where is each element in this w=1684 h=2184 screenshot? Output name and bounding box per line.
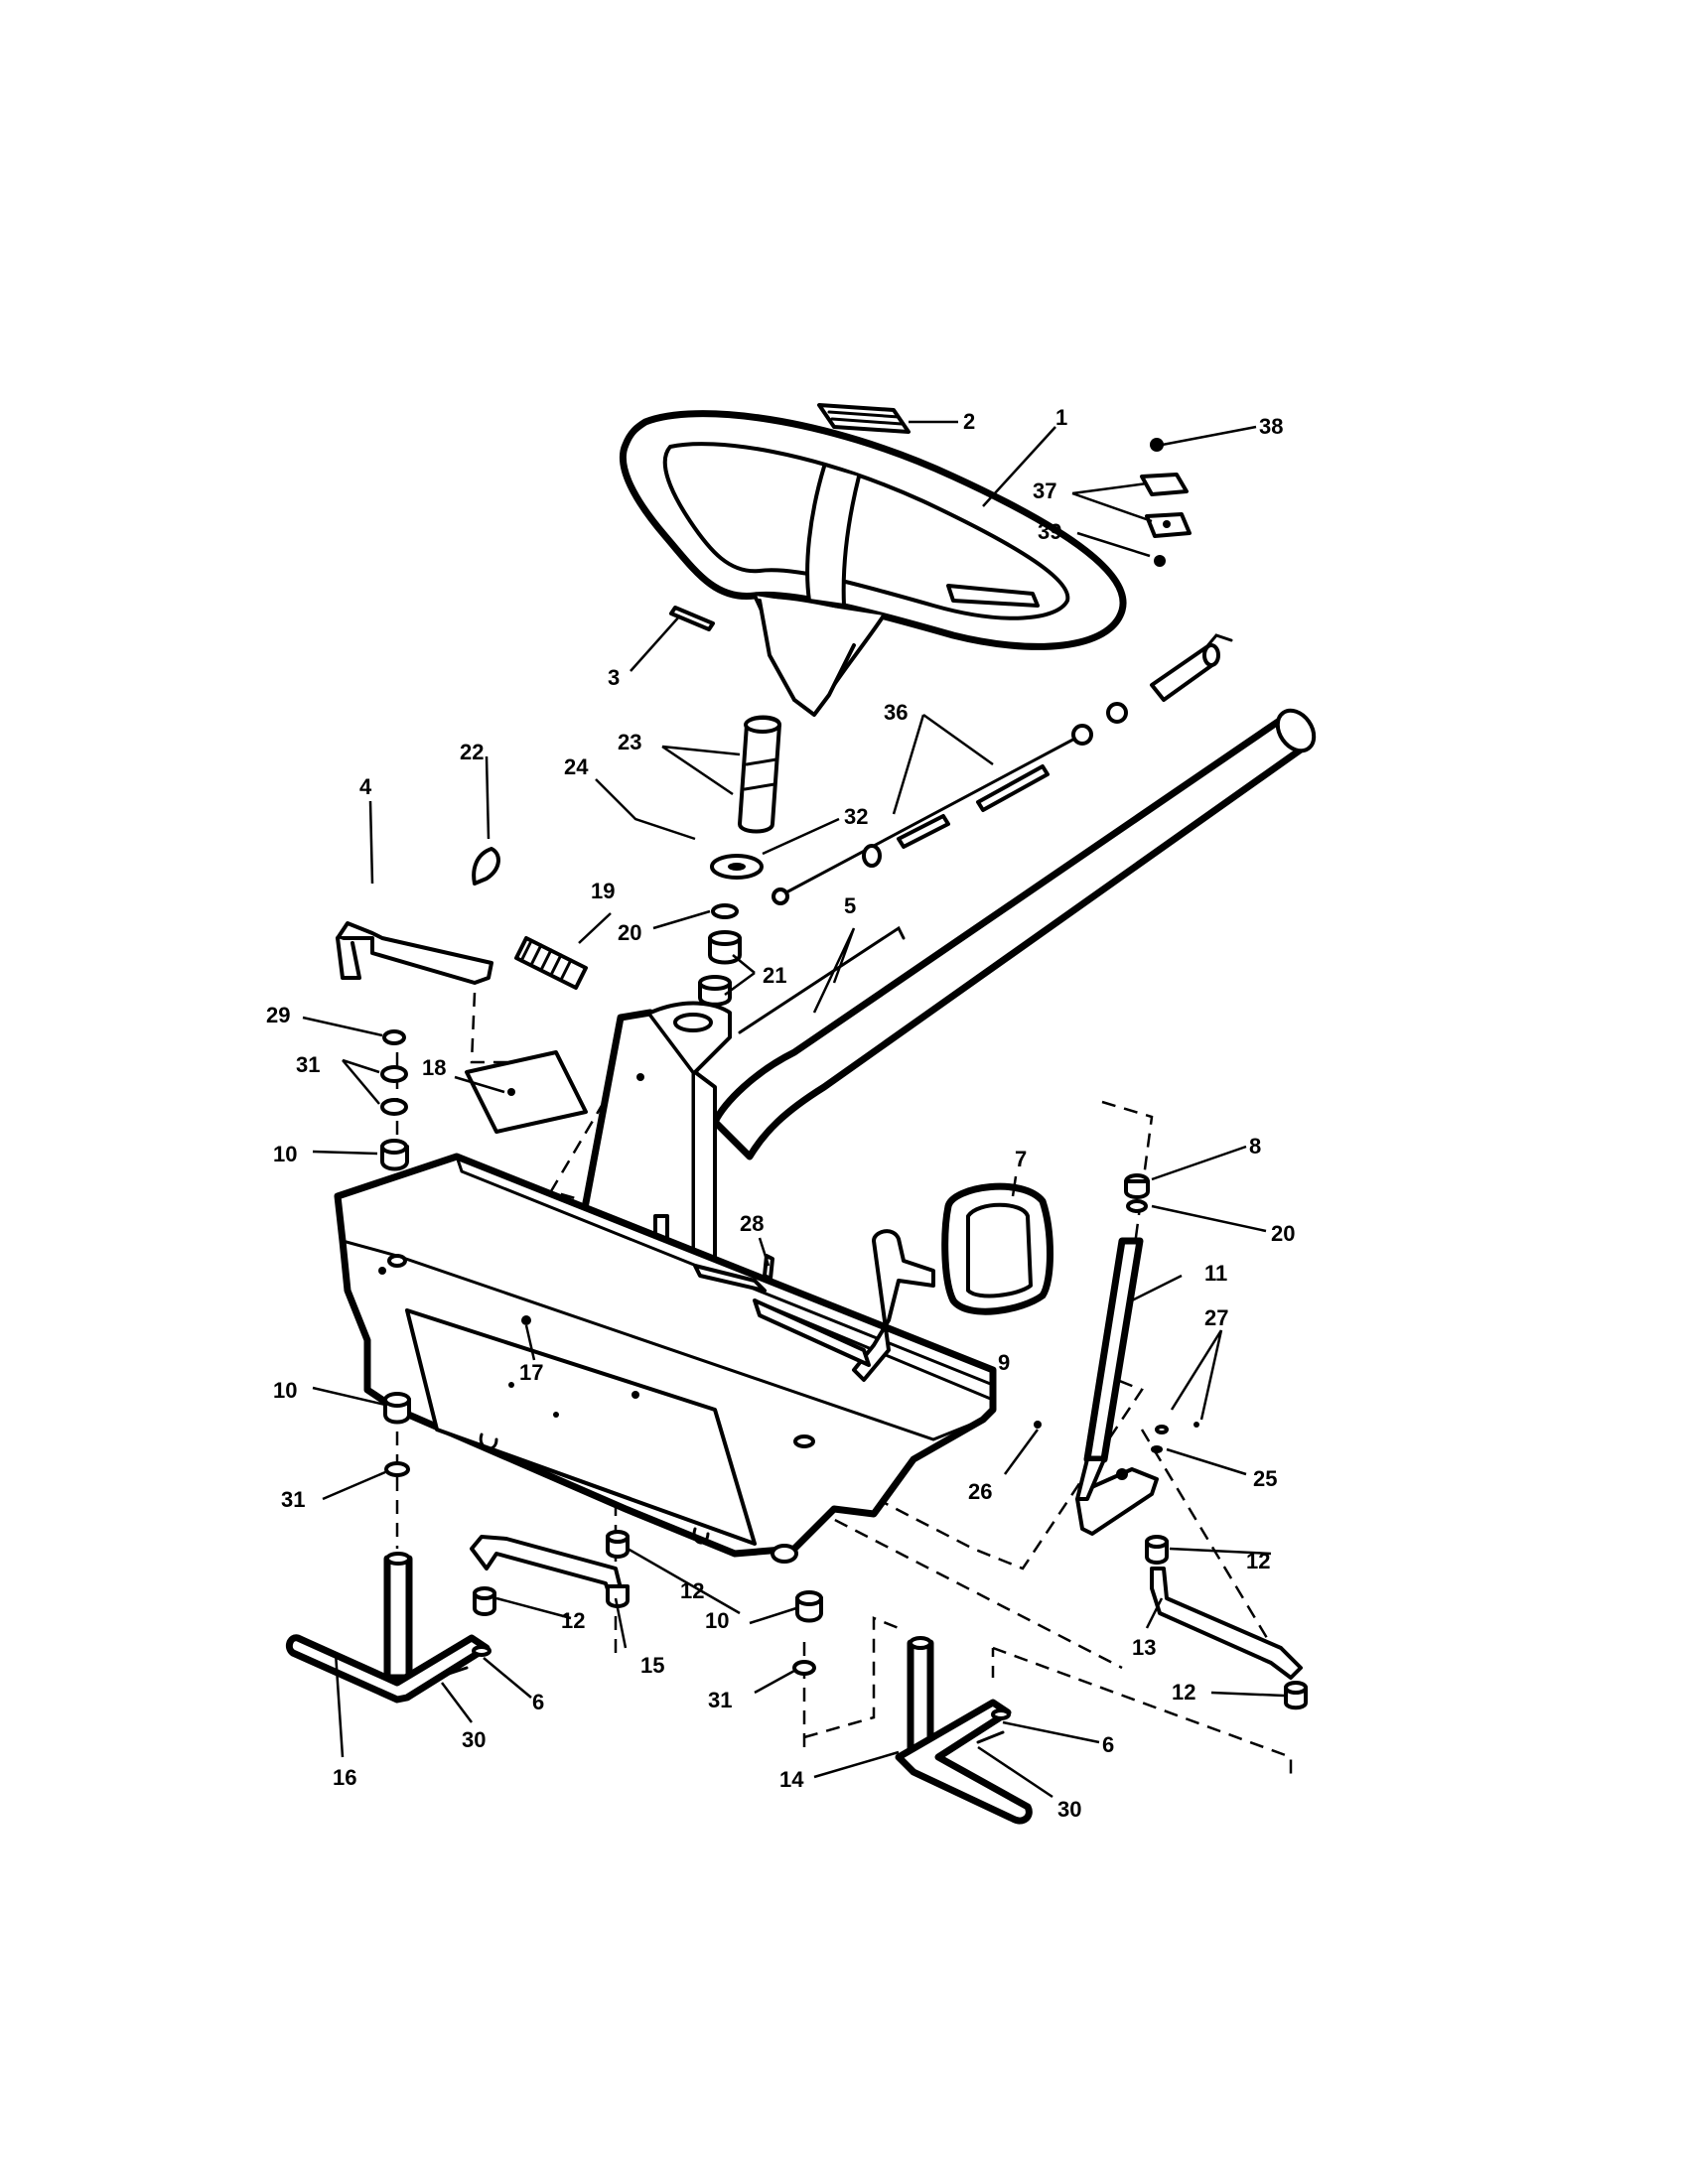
decal [465,1050,588,1134]
callout-13: 13 [1132,1635,1156,1660]
callout-labels: 1 2 3 4 5 6 6 7 8 9 10 10 10 11 12 12 12… [266,405,1295,1822]
callout-32: 32 [844,804,868,829]
steering-washers [698,854,764,1007]
callout-37: 37 [1033,478,1056,503]
callout-20b: 20 [1271,1221,1295,1246]
callout-15: 15 [640,1653,664,1678]
callout-38: 38 [1259,414,1283,439]
callout-17: 17 [519,1360,543,1385]
steering-wheel [619,410,1127,717]
callout-31a: 31 [296,1052,320,1077]
callout-12c: 12 [1246,1549,1270,1573]
callout-36: 36 [884,700,908,725]
callout-12d: 12 [1172,1680,1195,1705]
callout-3: 3 [608,665,620,690]
callout-29: 29 [266,1003,290,1027]
right-lower-spindle [895,1636,1033,1825]
right-steering-arm [1145,1535,1308,1710]
callout-21: 21 [763,963,786,988]
left-steering-arm [470,1530,630,1616]
drag-link-assembly [772,633,1233,905]
lower-bushings [383,1392,823,1676]
steering-wheel-cap [817,403,911,434]
callout-27: 27 [1204,1305,1228,1330]
callout-8: 8 [1249,1134,1261,1159]
steering-shaft-tube [711,708,1317,1160]
callout-16: 16 [333,1765,356,1790]
callout-22: 22 [460,740,484,764]
callout-24: 24 [564,754,589,779]
axle-frame [334,1153,997,1564]
callout-31c: 31 [708,1688,732,1712]
callout-12b: 12 [680,1578,704,1603]
callout-9: 9 [998,1350,1010,1375]
callout-23: 23 [618,730,641,754]
cotter-pin [472,847,500,886]
callout-11: 11 [1204,1261,1227,1286]
callout-25: 25 [1253,1466,1277,1491]
callout-10c: 10 [705,1608,729,1633]
callout-18: 18 [422,1055,446,1080]
callout-10b: 10 [273,1378,297,1403]
callout-30b: 30 [1057,1797,1081,1822]
steering-spring [514,936,588,990]
brake-pin [336,921,493,985]
callout-4: 4 [359,774,372,799]
callout-39: 39 [1038,519,1061,544]
left-spindle [285,1552,491,1704]
callout-26: 26 [968,1479,992,1504]
right-spindle [1034,1173,1199,1536]
steering-adapter [738,715,781,834]
lock-clip-assembly [1140,438,1192,567]
callout-31b: 31 [281,1487,305,1512]
callout-5: 5 [844,893,856,918]
callout-20a: 20 [618,920,641,945]
callout-14: 14 [779,1767,804,1792]
callout-28: 28 [740,1211,764,1236]
callout-7: 7 [1015,1147,1027,1171]
leader-lines [302,420,1285,1799]
callout-2: 2 [963,409,975,434]
callout-19: 19 [591,879,615,903]
callout-1: 1 [1055,405,1067,430]
callout-10a: 10 [273,1142,297,1166]
roll-pin [669,606,715,631]
callout-12a: 12 [561,1608,585,1633]
callout-30a: 30 [462,1727,486,1752]
left-bushing-stack [380,1029,409,1171]
foot-pedal [753,1182,1053,1382]
callout-6a: 6 [532,1690,544,1714]
callout-6b: 6 [1102,1732,1114,1757]
